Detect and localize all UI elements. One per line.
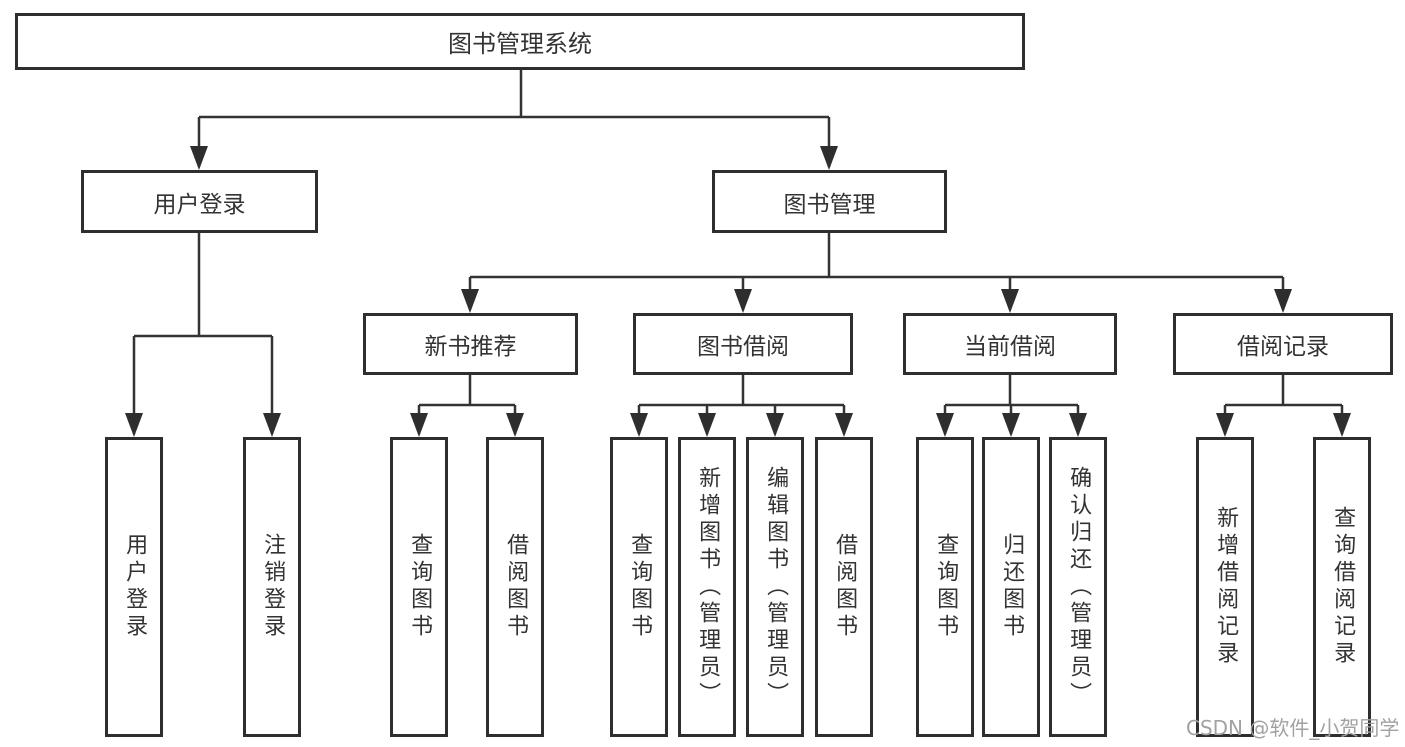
node-current-borrowing: 当前借阅 (903, 313, 1117, 375)
node-label: 注销登录 (260, 533, 286, 641)
node-label: 编辑图书（管理员） (763, 465, 789, 709)
node-root: 图书管理系统 (15, 13, 1025, 70)
leaf-user-login: 用户登录 (105, 437, 163, 737)
leaf-confirm-return-admin: 确认归还（管理员） (1049, 437, 1107, 737)
leaf-query-books-current: 查询图书 (916, 437, 974, 737)
node-user-login: 用户登录 (81, 170, 318, 233)
leaf-query-books-recommend: 查询图书 (390, 437, 448, 737)
node-label: 图书管理 (783, 191, 876, 218)
node-label: 图书借阅 (697, 334, 789, 360)
leaf-logout: 注销登录 (243, 437, 301, 737)
node-label: 图书管理系统 (448, 30, 592, 58)
node-label: 归还图书 (999, 533, 1025, 641)
leaf-query-borrow-record: 查询借阅记录 (1313, 437, 1371, 737)
node-label: 新书推荐 (424, 334, 517, 360)
leaf-edit-books-admin: 编辑图书（管理员） (746, 437, 804, 737)
arrowhead-icons (125, 146, 1351, 437)
node-label: 确认归还（管理员） (1066, 465, 1092, 709)
leaf-borrow-books-recommend: 借阅图书 (486, 437, 544, 737)
node-book-borrowing: 图书借阅 (633, 313, 853, 375)
leaf-query-books-borrow: 查询图书 (610, 437, 668, 737)
node-label: 用户登录 (122, 533, 148, 641)
node-label: 当前借阅 (964, 334, 1056, 360)
leaf-return-books: 归还图书 (982, 437, 1040, 737)
node-label: 查询图书 (933, 533, 959, 641)
leaf-add-books-admin: 新增图书（管理员） (678, 437, 736, 737)
node-label: 新增借阅记录 (1213, 506, 1239, 668)
node-label: 查询借阅记录 (1330, 506, 1356, 668)
node-label: 查询图书 (407, 533, 433, 641)
node-label: 借阅图书 (503, 533, 529, 641)
node-label: 借阅图书 (832, 533, 858, 641)
watermark: CSDN @软件_小贺同学 (1186, 716, 1400, 740)
node-label: 新增图书（管理员） (695, 465, 721, 709)
node-book-management: 图书管理 (712, 170, 947, 233)
node-label: 用户登录 (153, 191, 246, 218)
node-label: 借阅记录 (1237, 334, 1329, 360)
leaf-add-borrow-record: 新增借阅记录 (1196, 437, 1254, 737)
node-new-book-recommend: 新书推荐 (363, 313, 578, 375)
node-label: 查询图书 (627, 533, 653, 641)
leaf-borrow-books: 借阅图书 (815, 437, 873, 737)
node-borrowing-records: 借阅记录 (1173, 313, 1393, 375)
